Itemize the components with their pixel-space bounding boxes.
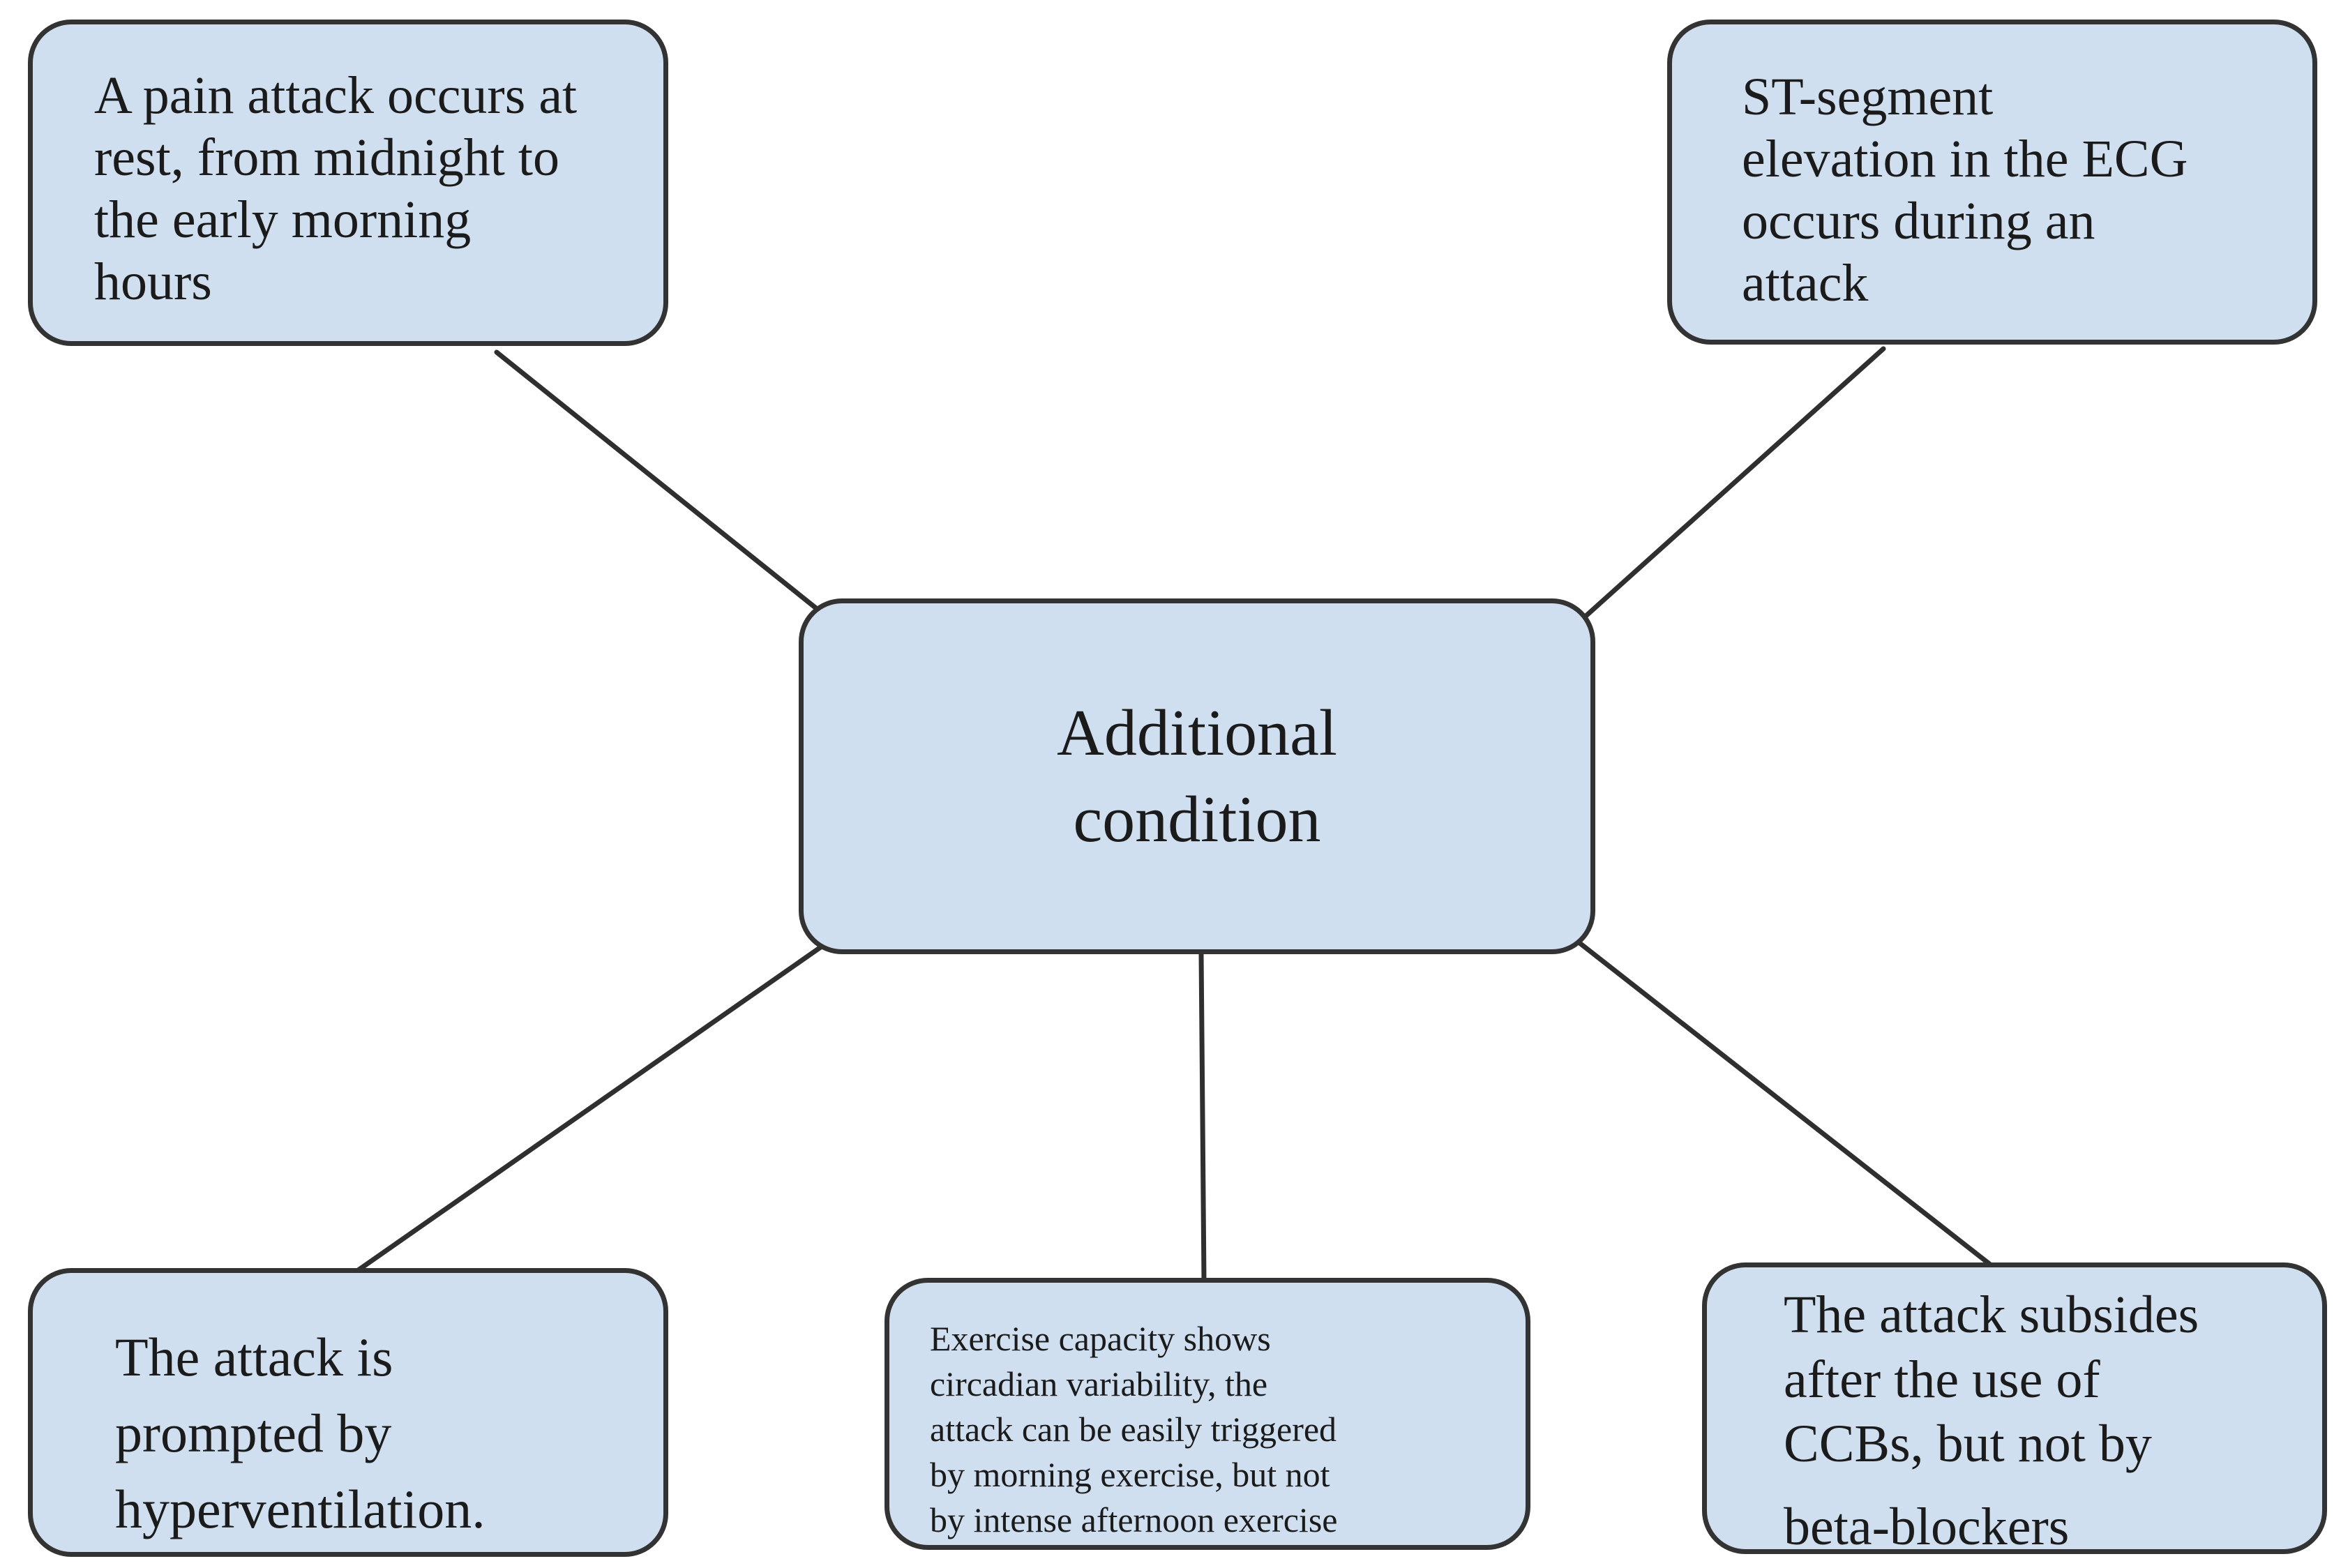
node-text-line: ST-segment (1742, 68, 1994, 126)
node-exercise-circadian-variability: Exercise capacity shows circadian variab… (885, 1278, 1530, 1550)
node-text-line: Additional (1056, 696, 1338, 769)
connector-center-to-hyperventilation (354, 940, 829, 1274)
node-text-line: rest, from midnight to (94, 128, 560, 187)
node-text-line: condition (1073, 783, 1321, 856)
connector-center-to-exercise (1198, 951, 1207, 1283)
node-text-line: The attack subsides (1784, 1286, 2199, 1344)
node-text-line: by morning exercise, but not (930, 1455, 1330, 1494)
node-additional-condition: Additional condition (799, 598, 1595, 954)
node-text-line: CCBs, but not by (1784, 1415, 2152, 1474)
node-hyperventilation: The attack is prompted by hyperventilati… (28, 1268, 668, 1557)
node-text-line: occurs during an (1742, 191, 2095, 250)
node-text-line: prompted by (115, 1403, 392, 1464)
connector-pain-attack-to-center (494, 349, 833, 622)
node-pain-attack-at-rest: A pain attack occurs at rest, from midni… (28, 20, 668, 346)
node-text-line: attack can be easily triggered (930, 1410, 1337, 1449)
node-st-segment-elevation: ST-segment elevation in the ECG occurs d… (1667, 20, 2317, 345)
node-text-line: by intense afternoon exercise (930, 1500, 1338, 1539)
node-text-line: the early morning (94, 190, 472, 249)
connector-center-to-ccb (1575, 939, 1992, 1267)
node-text-line: hours (94, 252, 212, 311)
node-text-line: beta-blockers (1784, 1498, 2070, 1557)
node-text-line: Exercise capacity shows (930, 1319, 1271, 1358)
node-text-line: circadian variability, the (930, 1364, 1268, 1403)
node-text-line: hyperventilation. (115, 1479, 485, 1540)
node-text-line: attack (1742, 253, 1869, 312)
node-ccb-response: The attack subsides after the use of CCB… (1702, 1262, 2327, 1556)
node-text-line: The attack is (115, 1327, 393, 1387)
node-text-line: after the use of (1784, 1350, 2100, 1409)
connector-st-segment-to-center (1579, 346, 1886, 622)
node-text-line: A pain attack occurs at (94, 66, 578, 125)
node-text-line: elevation in the ECG (1742, 129, 2188, 188)
